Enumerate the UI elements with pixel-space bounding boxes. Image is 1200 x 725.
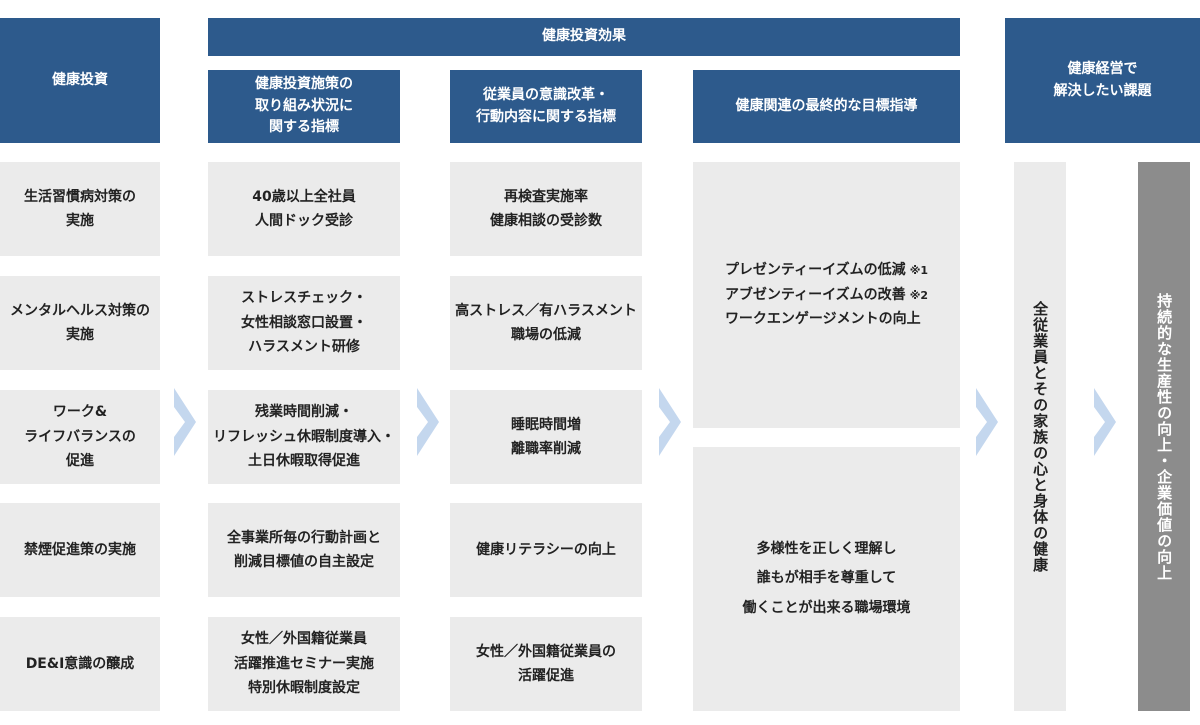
investment-text: メンタルヘルス対策の 実施 [10, 302, 150, 344]
measure-cell: ストレスチェック・ 女性相談窓口設置・ ハラスメント研修 [208, 276, 400, 370]
measure-text: 女性／外国籍従業員 活躍推進セミナー実施 特別休暇制度設定 [234, 631, 374, 697]
final-goal-item: アブゼンティーイズムの改善※2 [725, 283, 928, 308]
header-measures: 健康投資施策の 取り組み状況に 関する指標 [208, 70, 400, 143]
issue-productivity-text: 持続的な生産性の向上・企業価値の向上 [1155, 292, 1174, 581]
investment-cell: 禁煙促進策の実施 [0, 503, 160, 597]
investment-cell: メンタルヘルス対策の 実施 [0, 276, 160, 370]
final-goal-item: ワークエンゲージメントの向上 [725, 307, 928, 332]
awareness-cell: 再検査実施率 健康相談の受診数 [450, 162, 642, 256]
footnote-mark: ※2 [909, 288, 929, 302]
header-investment-label: 健康投資 [52, 71, 108, 88]
header-investment: 健康投資 [0, 18, 160, 143]
header-issue: 健康経営で 解決したい課題 [1005, 18, 1200, 143]
issue-wellbeing-text: 全従業員とその家族の心と身体の健康 [1031, 300, 1050, 573]
investment-text: DE&I意識の醸成 [25, 655, 135, 672]
measure-cell: 残業時間削減・ リフレッシュ休暇制度導入・ 土日休暇取得促進 [208, 390, 400, 484]
final-goal-item-text: プレゼンティーイズムの低減 [724, 262, 906, 279]
final-goal-item-text: アブゼンティーイズムの改善 [724, 286, 906, 303]
header-effect: 健康投資効果 [208, 18, 960, 56]
issue-productivity-bar: 持続的な生産性の向上・企業価値の向上 [1138, 162, 1190, 711]
header-effect-label: 健康投資効果 [542, 28, 626, 45]
investment-cell: ワーク& ライフバランスの 促進 [0, 390, 160, 484]
investment-cell: 生活習慣病対策の 実施 [0, 162, 160, 256]
flow-arrow-icon [976, 388, 998, 456]
header-issue-label: 健康経営で 解決したい課題 [1053, 60, 1152, 99]
awareness-cell: 高ストレス／有ハラスメント 職場の低減 [450, 276, 642, 370]
awareness-text: 睡眠時間増 離職率削減 [511, 416, 581, 458]
measure-text: 全事業所毎の行動計画と 削減目標値の自主設定 [227, 529, 381, 571]
header-final-goal-label: 健康関連の最終的な目標指導 [735, 97, 918, 114]
flow-arrow-icon [1094, 388, 1116, 456]
awareness-cell: 健康リテラシーの向上 [450, 503, 642, 597]
awareness-text: 高ストレス／有ハラスメント 職場の低減 [455, 302, 637, 344]
measure-text: 40歳以上全社員 人間ドック受診 [252, 188, 356, 230]
final-goal-item-text: ワークエンゲージメントの向上 [724, 311, 921, 328]
header-awareness-label: 従業員の意識改革・ 行動内容に関する指標 [476, 86, 616, 125]
awareness-text: 女性／外国籍従業員の 活躍促進 [476, 643, 616, 685]
final-goal-item: プレゼンティーイズムの低減※1 [725, 258, 928, 283]
investment-text: 生活習慣病対策の 実施 [24, 188, 136, 230]
awareness-text: 健康リテラシーの向上 [476, 541, 616, 558]
investment-text: 禁煙促進策の実施 [24, 541, 136, 558]
measure-text: 残業時間削減・ リフレッシュ休暇制度導入・ 土日休暇取得促進 [213, 404, 395, 470]
final-goal-list: プレゼンティーイズムの低減※1 アブゼンティーイズムの改善※2 ワークエンゲージ… [725, 258, 928, 332]
flow-arrow-icon [417, 388, 439, 456]
final-goal-bottom-text: 多様性を正しく理解し 誰もが相手を尊重して 働くことが出来る職場環境 [742, 540, 911, 616]
investment-text: ワーク& ライフバランスの 促進 [24, 404, 136, 470]
header-awareness: 従業員の意識改革・ 行動内容に関する指標 [450, 70, 642, 143]
footnote-mark: ※1 [909, 264, 929, 278]
issue-wellbeing-bar: 全従業員とその家族の心と身体の健康 [1014, 162, 1066, 711]
investment-cell: DE&I意識の醸成 [0, 617, 160, 711]
measure-text: ストレスチェック・ 女性相談窓口設置・ ハラスメント研修 [241, 290, 367, 356]
measure-cell: 女性／外国籍従業員 活躍推進セミナー実施 特別休暇制度設定 [208, 617, 400, 711]
final-goal-top-cell: プレゼンティーイズムの低減※1 アブゼンティーイズムの改善※2 ワークエンゲージ… [693, 162, 960, 428]
awareness-cell: 睡眠時間増 離職率削減 [450, 390, 642, 484]
header-measures-label: 健康投資施策の 取り組み状況に 関する指標 [255, 75, 353, 136]
header-final-goal: 健康関連の最終的な目標指導 [693, 70, 960, 143]
awareness-text: 再検査実施率 健康相談の受診数 [490, 188, 602, 230]
awareness-cell: 女性／外国籍従業員の 活躍促進 [450, 617, 642, 711]
flow-arrow-icon [174, 388, 196, 456]
final-goal-bottom-cell: 多様性を正しく理解し 誰もが相手を尊重して 働くことが出来る職場環境 [693, 447, 960, 711]
measure-cell: 40歳以上全社員 人間ドック受診 [208, 162, 400, 256]
measure-cell: 全事業所毎の行動計画と 削減目標値の自主設定 [208, 503, 400, 597]
flow-arrow-icon [659, 388, 681, 456]
